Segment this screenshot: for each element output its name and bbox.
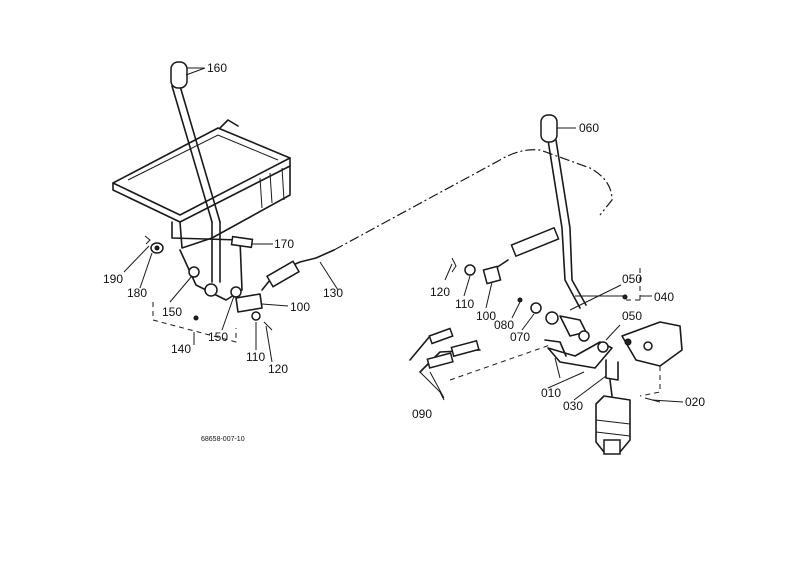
left-platform (112, 119, 291, 301)
right-cable-end (451, 226, 560, 285)
label-050-bottom: 050 (622, 309, 642, 323)
label-110-right: 110 (455, 297, 474, 311)
label-090: 090 (412, 407, 432, 421)
label-080: 080 (494, 318, 514, 332)
label-150-a: 150 (162, 305, 182, 319)
springs-090 (409, 327, 551, 401)
label-130: 130 (323, 286, 343, 300)
right-lever-knob (540, 114, 558, 143)
hydraulic-valve (595, 379, 631, 455)
right-bracket (621, 321, 683, 403)
label-010: 010 (541, 386, 561, 400)
part-labels: 160 170 190 180 150 150 140 100 110 120 … (103, 61, 705, 443)
label-110-left: 110 (246, 350, 265, 364)
label-140: 140 (171, 342, 191, 356)
label-030: 030 (563, 399, 583, 413)
right-linkage (517, 268, 641, 381)
label-070: 070 (510, 330, 530, 344)
label-120-left: 120 (268, 362, 288, 376)
label-180: 180 (127, 286, 147, 300)
label-040: 040 (654, 290, 674, 304)
right-lever (540, 114, 587, 309)
left-bracket-dashes (152, 302, 237, 345)
drawing-code: 68658-007-10 (201, 436, 245, 443)
cable-130 (261, 149, 613, 291)
label-190: 190 (103, 272, 123, 286)
label-150-b: 150 (208, 330, 228, 344)
label-060: 060 (579, 121, 599, 135)
label-120-right: 120 (430, 285, 450, 299)
left-lever (170, 61, 221, 283)
leaders (123, 67, 684, 403)
right-lever-base (544, 339, 567, 379)
label-100-left: 100 (290, 300, 310, 314)
label-020: 020 (685, 395, 705, 409)
label-170: 170 (274, 237, 294, 251)
left-lever-hardware (144, 235, 273, 331)
label-160: 160 (207, 61, 227, 75)
label-100-right: 100 (476, 309, 496, 323)
label-050-top: 050 (622, 272, 642, 286)
left-lever-knob (170, 61, 188, 89)
